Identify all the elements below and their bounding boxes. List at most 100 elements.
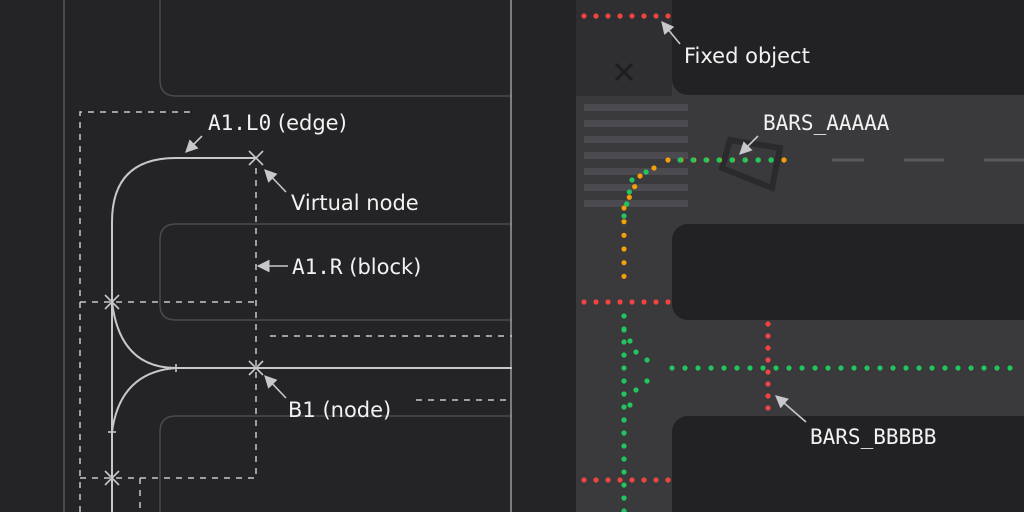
centerline-dot [890,365,896,371]
stopbar-dot [665,477,671,483]
city-blocks [672,0,1024,512]
block-outlines [159,0,512,512]
leadon-dot [621,260,627,266]
right-label-arrows [661,21,807,423]
centerline-dot [955,365,961,371]
stopbar-dot [617,13,623,19]
b1-node-marker [248,360,264,376]
stopbar-dot [665,299,671,305]
leadon-dot [621,232,627,238]
stopbar-dot [581,299,587,305]
leadon-dot [626,194,632,200]
centerline-dot [994,365,1000,371]
centerline-dot [621,339,627,345]
stopbar-dot [765,357,771,363]
bars-b-label: BARS_BBBBB [810,425,936,449]
centerline-dot [669,365,675,371]
centerline-dot [695,365,701,371]
centerline-dot [644,378,650,384]
dashed-block-boundaries [79,111,512,512]
centerline-dot [799,365,805,371]
node-marker [104,470,120,486]
centerline-dot [877,365,883,371]
leadon-dot [621,219,627,225]
centerline-dot [621,404,627,410]
centerline-dot [773,365,779,371]
stopbar-dot [765,381,771,387]
centerline-dot [621,213,627,219]
centerline-dot [929,365,935,371]
centerline-dot [903,365,909,371]
centerline-dot [621,378,627,384]
centerline-dot [942,365,948,371]
stopbar-dot [629,299,635,305]
stopbar-dot [605,299,611,305]
stopbar-dot [641,299,647,305]
centerline-dot [716,157,722,163]
centerline-dot [621,456,627,462]
stopbar-dot [765,321,771,327]
stopbar-dot [653,13,659,19]
centerline-dot [621,352,627,358]
stopbar-dot [765,333,771,339]
node-label: B1 (node) [288,398,391,422]
leadon-dot [621,273,627,279]
stopbar-dot [653,299,659,305]
edge-label: A1.L0 (edge) [208,111,347,135]
stopbar-dot [581,477,587,483]
centerline-dot [621,508,627,512]
node-markers [104,150,264,486]
bars-dots [581,13,1013,512]
stopbar-dot [765,345,771,351]
centerline-dot [864,365,870,371]
small-node-marker [172,364,180,372]
centerline-dot [1007,365,1013,371]
centerline-dot [644,357,650,363]
stopbar-dot [581,13,587,19]
stopbar-dot [765,369,771,375]
stopbar-dot [765,393,771,399]
centerline-dot [633,387,639,393]
block-label: A1.R (block) [292,255,421,279]
virtual-node-label: Virtual node [291,191,419,215]
stopbar-dot [593,477,599,483]
centerline-dot [629,177,635,183]
stopbar-dot [593,13,599,19]
centerline-dot [838,365,844,371]
centerline-dot [621,495,627,501]
centerline-dot [621,327,627,333]
leadon-dot [781,157,787,163]
stopbar-dot [617,299,623,305]
right-panel: Fixed object BARS_AAAAA BARS_BBBBB [576,0,1024,512]
bars-a-label: BARS_AAAAA [763,111,890,135]
centerline-dot [721,365,727,371]
left-panel: A1.L0 (edge) Virtual node A1.R (block) B… [63,0,512,512]
centerline-dot [916,365,922,371]
stopbar-dot [641,477,647,483]
centerline-dot [786,365,792,371]
stopbar-dot [653,477,659,483]
centerline-dot [626,189,632,195]
centerline-dot [747,365,753,371]
centerline-dot [968,365,974,371]
centerline-dot [621,430,627,436]
virtual-node-marker [248,150,264,166]
leadon-dot [651,165,657,171]
centerline-dot [755,157,761,163]
centerline-dot [742,157,748,163]
stopbar-dot [765,405,771,411]
leadon-dot [632,184,638,190]
node-marker [104,294,120,310]
fixed-object-label: Fixed object [684,44,810,68]
centerline-dot [633,349,639,355]
centerline-dot [703,157,709,163]
centerline-dot [677,157,683,163]
centerline-dot [851,365,857,371]
stopbar-dot [629,477,635,483]
centerline-dot [825,365,831,371]
centerline-dot [760,365,766,371]
fixed-object-x-marker [614,62,634,82]
stopbar-dot [641,13,647,19]
centerline-dot [624,201,630,207]
